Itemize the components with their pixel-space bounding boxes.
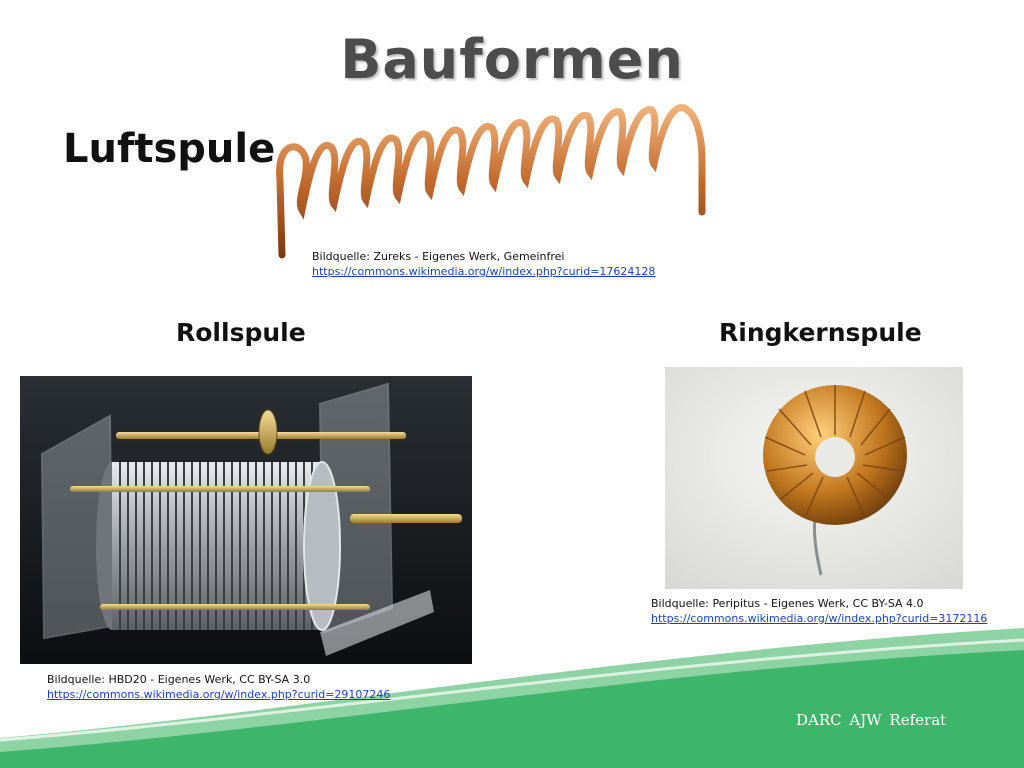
ringkernspule-label: Ringkernspule bbox=[719, 318, 922, 347]
air-coil-image bbox=[276, 104, 706, 259]
ringkernspule-credit: Bildquelle: Peripitus - Eigenes Werk, CC… bbox=[651, 596, 987, 626]
footer-text: DARC AJW Referat bbox=[796, 711, 947, 729]
rollspule-credit-text: Bildquelle: HBD20 - Eigenes Werk, CC BY-… bbox=[47, 673, 311, 686]
luftspule-source-link[interactable]: https://commons.wikimedia.org/w/index.ph… bbox=[312, 265, 656, 278]
rollspule-source-link[interactable]: https://commons.wikimedia.org/w/index.ph… bbox=[47, 688, 391, 701]
luftspule-credit-text: Bildquelle: Zureks - Eigenes Werk, Gemei… bbox=[312, 250, 565, 263]
slide-title: Bauformen bbox=[340, 28, 684, 91]
ringkernspule-source-link[interactable]: https://commons.wikimedia.org/w/index.ph… bbox=[651, 612, 988, 625]
rollspule-label: Rollspule bbox=[176, 318, 306, 347]
rollspule-credit: Bildquelle: HBD20 - Eigenes Werk, CC BY-… bbox=[47, 672, 390, 702]
luftspule-label: Luftspule bbox=[63, 126, 276, 172]
ringkernspule-credit-text: Bildquelle: Peripitus - Eigenes Werk, CC… bbox=[651, 597, 924, 610]
roller-inductor-image bbox=[20, 376, 472, 664]
luftspule-credit: Bildquelle: Zureks - Eigenes Werk, Gemei… bbox=[312, 249, 655, 279]
toroid-coil-image bbox=[665, 367, 963, 589]
